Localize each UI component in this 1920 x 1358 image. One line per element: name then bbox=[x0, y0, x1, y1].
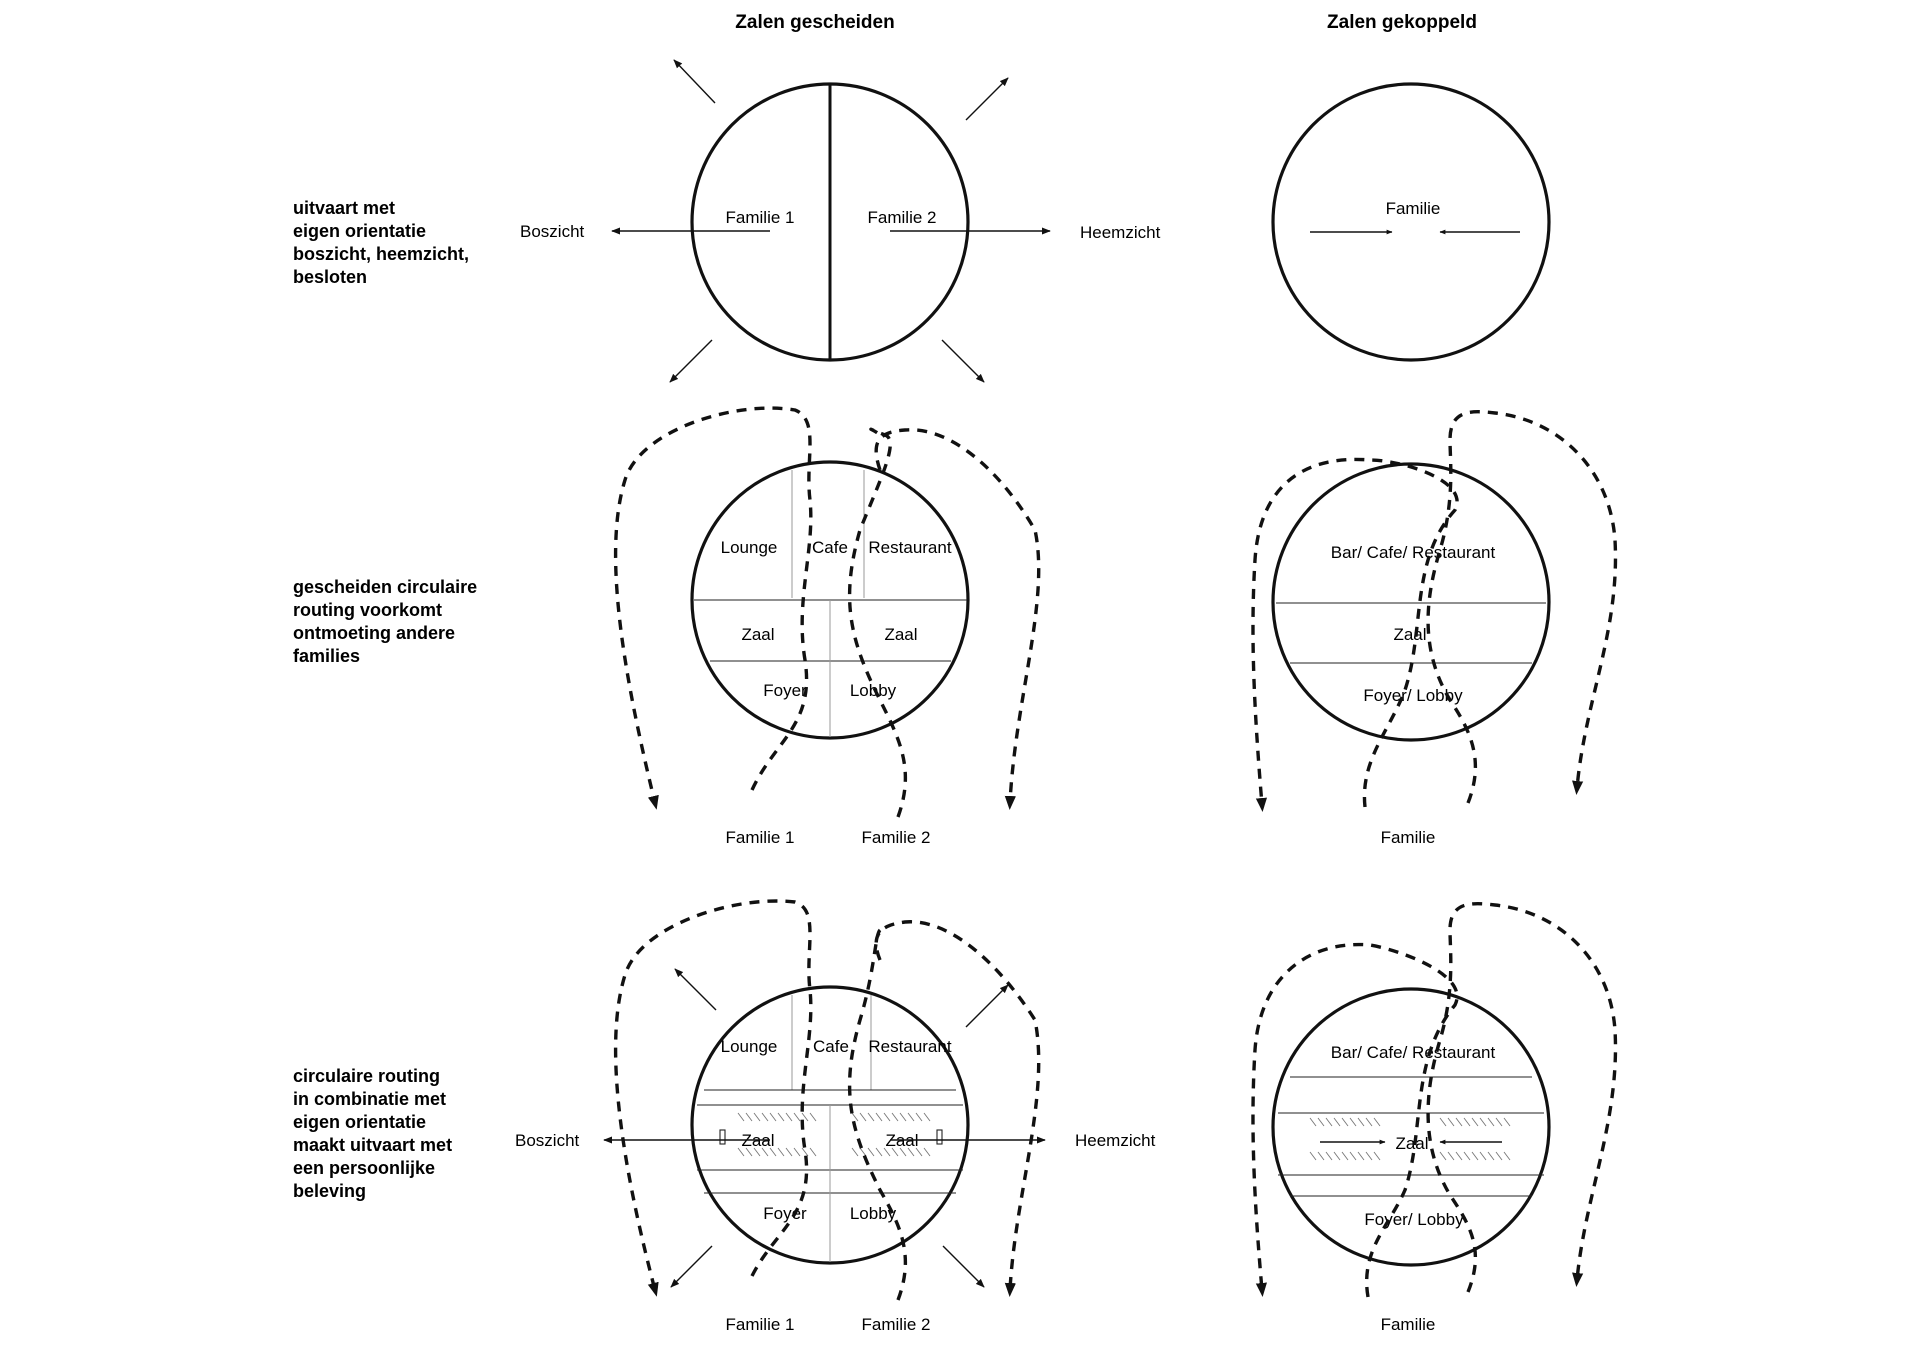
label-lounge: Lounge bbox=[721, 1037, 778, 1056]
diagram-row3-separate: Lounge Cafe Restaurant Zaal Zaal Foyer L… bbox=[515, 899, 1156, 1334]
arrow-diag-top-right bbox=[965, 984, 1009, 1028]
hall-circle bbox=[690, 985, 970, 1265]
label-lounge: Lounge bbox=[721, 538, 778, 557]
label-familie-2: Familie 2 bbox=[868, 208, 937, 227]
label-familie-2: Familie 2 bbox=[862, 1315, 931, 1334]
label-restaurant: Restaurant bbox=[868, 538, 951, 557]
label-familie-1: Familie 1 bbox=[726, 1315, 795, 1334]
arrow-diag-top-right bbox=[965, 77, 1009, 121]
route-familie-2-outer bbox=[874, 428, 1041, 810]
label-zaal: Zaal bbox=[1393, 625, 1426, 644]
arrow-diag-bottom-right bbox=[941, 339, 985, 383]
label-zaal-2: Zaal bbox=[884, 625, 917, 644]
seating-right bbox=[851, 1112, 943, 1157]
label-heemzicht: Heemzicht bbox=[1080, 223, 1161, 242]
arrow-diag-bottom-left bbox=[669, 339, 713, 383]
label-heemzicht: Heemzicht bbox=[1075, 1131, 1156, 1150]
label-zaal-1: Zaal bbox=[741, 625, 774, 644]
label-cafe: Cafe bbox=[813, 1037, 849, 1056]
label-familie: Familie bbox=[1386, 199, 1441, 218]
arrow-diag-bottom-right bbox=[942, 1245, 985, 1288]
route-familie-2-outer bbox=[874, 920, 1041, 1297]
label-zaal: Zaal bbox=[1395, 1134, 1428, 1153]
label-cafe: Cafe bbox=[812, 538, 848, 557]
diagram-row2-coupled: Bar/ Cafe/ Restaurant Zaal Foyer/ Lobby … bbox=[1251, 410, 1618, 847]
label-lobby: Lobby bbox=[850, 1204, 897, 1223]
diagram-row1-separate: Familie 1 Familie 2 Boszicht Heemzicht bbox=[520, 59, 1161, 383]
header-separate: Zalen gescheiden bbox=[735, 12, 894, 33]
label-foyer: Foyer bbox=[763, 681, 807, 700]
label-foyer-lobby: Foyer/ Lobby bbox=[1363, 686, 1463, 705]
row-label-2: gescheiden circulaire routing voorkomt o… bbox=[293, 577, 482, 666]
label-lobby: Lobby bbox=[850, 681, 897, 700]
diagram-row1-coupled: Familie bbox=[1271, 82, 1551, 362]
seating-left bbox=[1309, 1117, 1381, 1161]
hall-circle bbox=[690, 460, 970, 740]
route-familie-left bbox=[1251, 457, 1459, 812]
row-label-1: uitvaart met eigen orientatie boszicht, … bbox=[293, 198, 474, 287]
seating-right bbox=[1439, 1117, 1511, 1161]
label-boszicht: Boszicht bbox=[520, 222, 585, 241]
arrow-diag-top-left bbox=[674, 968, 717, 1011]
route-familie-left bbox=[1251, 942, 1459, 1298]
label-familie-1: Familie 1 bbox=[726, 828, 795, 847]
route-familie-right bbox=[1426, 902, 1618, 1293]
route-familie-2-inner bbox=[847, 928, 908, 1301]
label-familie: Familie bbox=[1381, 828, 1436, 847]
hall-circle bbox=[1271, 987, 1551, 1267]
label-bar-cafe-restaurant: Bar/ Cafe/ Restaurant bbox=[1331, 1043, 1496, 1062]
diagram-row3-coupled: Bar/ Cafe/ Restaurant Zaal Foyer/ Lobby … bbox=[1251, 902, 1618, 1334]
hall-circle bbox=[1271, 82, 1551, 362]
label-familie-1: Familie 1 bbox=[726, 208, 795, 227]
label-foyer-lobby: Foyer/ Lobby bbox=[1364, 1210, 1464, 1229]
label-familie-2: Familie 2 bbox=[862, 828, 931, 847]
label-boszicht: Boszicht bbox=[515, 1131, 580, 1150]
label-restaurant: Restaurant bbox=[868, 1037, 951, 1056]
row-label-3: circulaire routing in combinatie met eig… bbox=[293, 1066, 457, 1201]
route-familie-2-inner bbox=[847, 427, 908, 818]
arrow-diag-top-left bbox=[673, 59, 716, 104]
label-familie: Familie bbox=[1381, 1315, 1436, 1334]
arrow-diag-bottom-left bbox=[670, 1245, 713, 1288]
label-foyer: Foyer bbox=[763, 1204, 807, 1223]
header-coupled: Zalen gekoppeld bbox=[1327, 12, 1477, 33]
label-bar-cafe-restaurant: Bar/ Cafe/ Restaurant bbox=[1331, 543, 1496, 562]
route-familie-1 bbox=[613, 899, 813, 1297]
diagram-row2-separate: Lounge Cafe Restaurant Zaal Zaal Foyer L… bbox=[613, 406, 1041, 847]
hall-circle bbox=[1271, 462, 1551, 742]
seating-left bbox=[719, 1112, 817, 1157]
route-familie-1 bbox=[613, 406, 813, 810]
